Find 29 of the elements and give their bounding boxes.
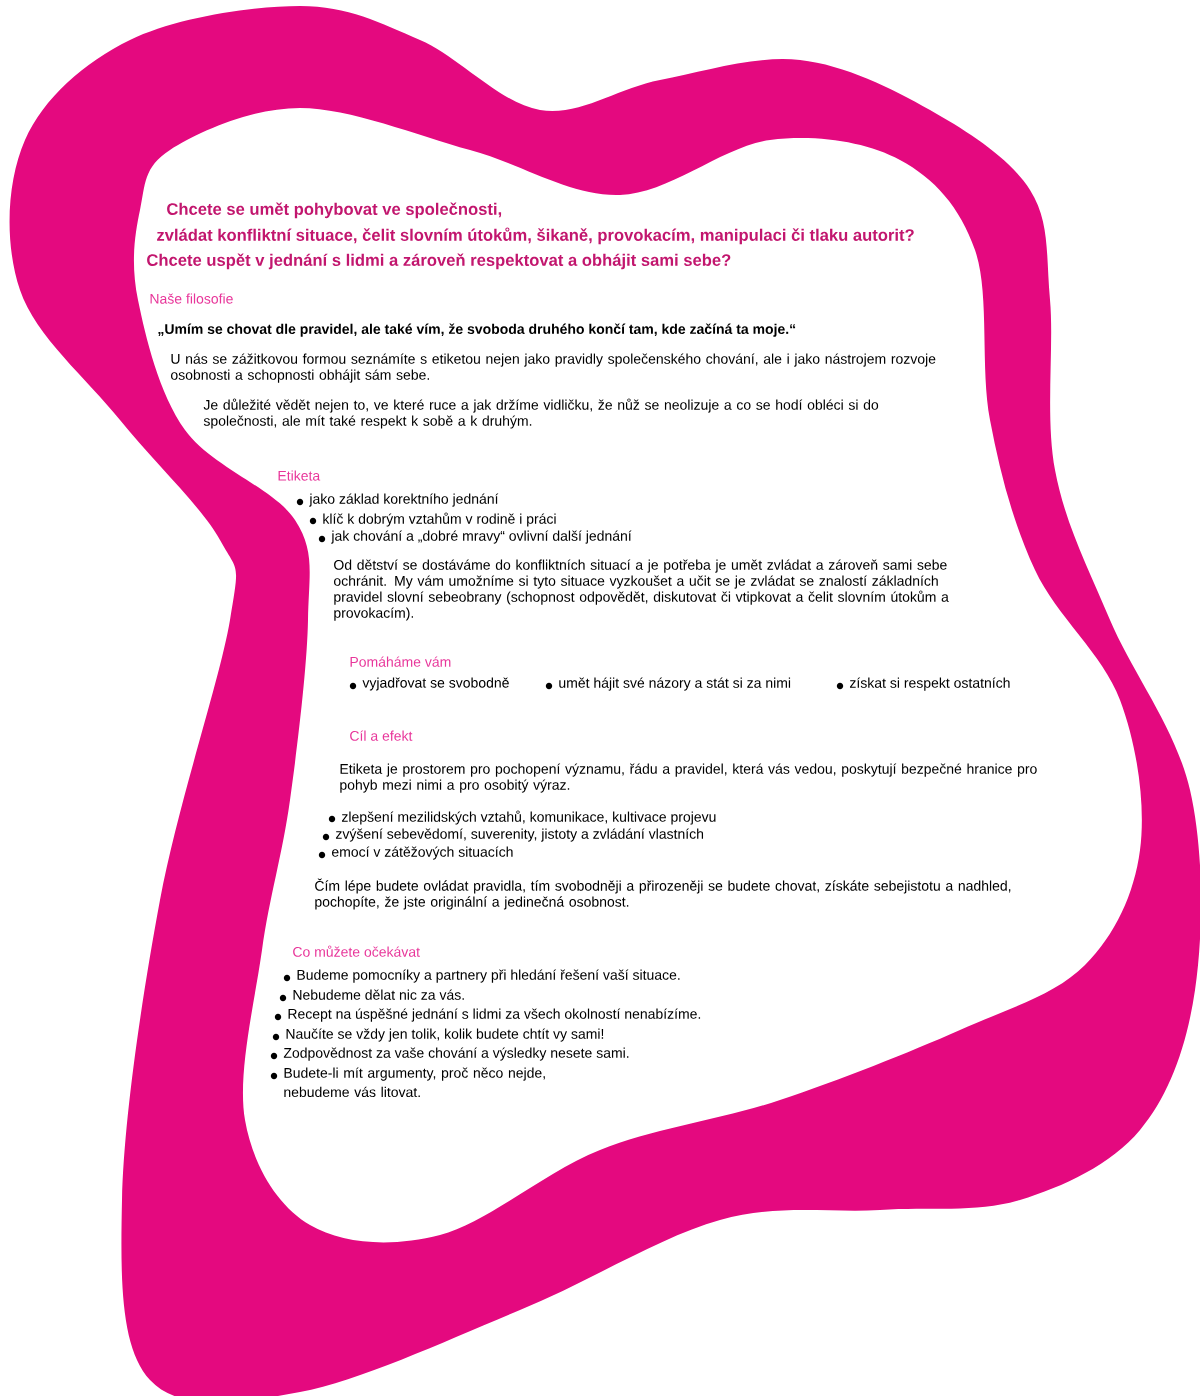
headline: Chcete se umět pohybovat ve společnosti,: [167, 202, 502, 219]
list-item: Naučíte se vždy jen tolik, kolik budete chtít vy sami!: [272, 1028, 604, 1042]
list-item: umět hájit své názory a stát si za nimi: [545, 677, 791, 691]
paragraph: Etiketa je prostorem pro pochopení významu, řádu a pravidel, která vás vedou, poskytují bezpečné hranice pro pohyb mezi nimi a pro osobitý výraz.: [340, 763, 1037, 793]
quote: „Umím se chovat dle pravidel, ale také vím, že svoboda druhého končí tam, kde začíná ta moje.“: [158, 323, 796, 337]
list-item: Zodpovědnost za vaše chování a výsledky nesete sami.: [270, 1047, 629, 1061]
headline: Chcete uspět v jednání s lidmi a zároveň respektovat a obhájit sami sebe?: [147, 253, 731, 270]
list-item: jako základ korektního jednání: [296, 493, 499, 507]
paragraph: Čím lépe budete ovládat pravidla, tím svobodněji a přirozeněji se budete chovat, získáte sebejistotu a nadhled, pochopíte, že jste originální a jedinečná osobnost.: [315, 878, 1011, 910]
list-item: Recept na úspěšné jednání s lidmi za všech okolností nenabízíme.: [274, 1008, 701, 1022]
list-item: klíč k dobrým vztahům v rodině i práci: [309, 512, 556, 527]
list-item: emocí v zátěžových situacích: [318, 846, 513, 860]
list-item: Budete-li mít argumenty, proč něco nejde, nebudeme vás litovat.: [270, 1067, 545, 1098]
section-heading: Etiketa: [278, 470, 321, 481]
list-item: Budeme pomocníky a partnery při hledání řešení vaší situace.: [283, 969, 680, 983]
section-heading: Pomáháme vám: [350, 656, 451, 667]
paragraph: U nás se zážitkovou formou seznámíte s etiketou nejen jako pravidly společenského chování, ale i jako nástrojem rozvoje osobnosti a schopnosti obhájit sám sebe.: [171, 353, 936, 383]
section-heading: Co můžete očekávat: [293, 945, 420, 957]
section-heading: Cíl a efekt: [350, 730, 413, 741]
list-item: Nebudeme dělat nic za vás.: [279, 989, 464, 1002]
paragraph: Je důležité vědět nejen to, ve které ruce a jak držíme vidličku, že nůž se neolizuje a co se hodí obléci si do společnosti, ale mít také respekt k sobě a k druhým.: [203, 398, 879, 429]
list-item: jak chování a „dobré mravy“ ovlivní další jednání: [318, 530, 632, 544]
list-item: vyjadřovat se svobodně: [349, 677, 509, 691]
headline: zvládat konfliktní situace, čelit slovním útokům, šikaně, provokacím, manipulaci či tlaku autorit?: [157, 227, 914, 245]
list-item: zlepšení mezilidských vztahů, komunikace, kultivace projevu: [328, 810, 716, 825]
paragraph: Od dětství se dostáváme do konfliktních situací a je potřeba je umět zvládat a zároveň sami sebe ochránit. My vám umožníme si tyto situace vyzkoušet a učit se je zvládat se znalostí základních pravidel slovní sebeobrany (schopnost odpovědět, diskutovat či vtipkovat a čelit slovním útokům a provokacím).: [334, 559, 949, 621]
section-heading: Naše filosofie: [150, 293, 233, 304]
list-item: získat si respekt ostatních: [836, 677, 1010, 691]
list-item: zvýšení sebevědomí, suverenity, jistoty a zvládání vlastních: [322, 828, 703, 842]
